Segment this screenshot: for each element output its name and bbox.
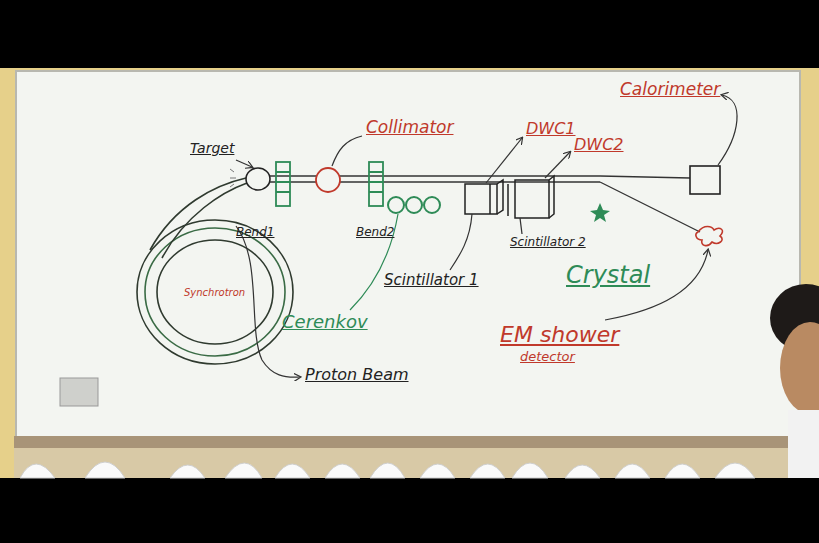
part-label: Calorimeter — [620, 80, 720, 100]
part-label: DWC1 — [526, 120, 576, 138]
part-label: EM shower — [500, 322, 619, 347]
part-label: detector — [520, 350, 575, 365]
part-label: DWC2 — [574, 136, 624, 154]
beam-label: Proton Beam — [305, 366, 409, 384]
part-label: Scintillator 1 — [384, 272, 479, 289]
part-label: Collimator — [366, 118, 453, 138]
part-label: Cerenkov — [282, 312, 368, 333]
synchrotron-ring: Synchrotron — [181, 285, 248, 300]
magnet-label: Bend1 — [236, 226, 274, 240]
part-label: Scintillator 2 — [510, 236, 586, 250]
ring-label: Synchrotron — [184, 287, 245, 298]
magnet-label: Bend2 — [356, 226, 394, 240]
part-label: Target — [190, 140, 234, 156]
part-label: Crystal — [566, 262, 650, 290]
